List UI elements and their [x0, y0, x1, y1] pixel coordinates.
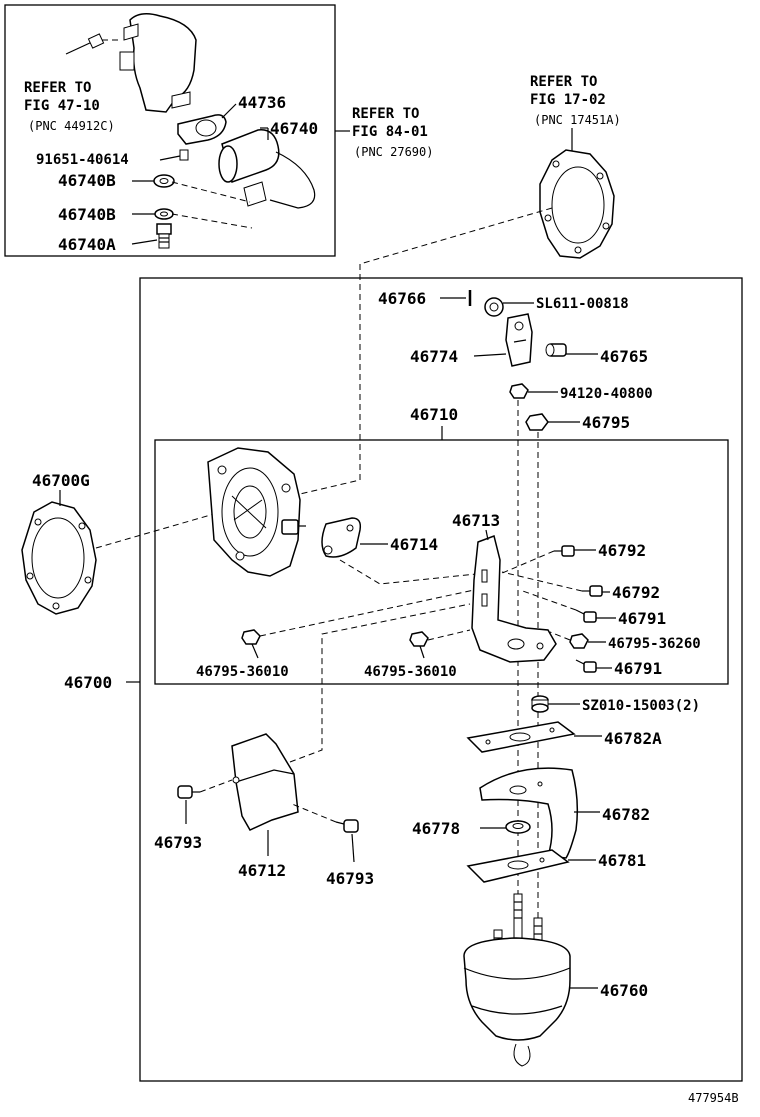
label-46795-36260: 46795-36260 — [608, 636, 701, 652]
label-46774: 46774 — [410, 347, 458, 366]
refer-a-line1: REFER TO — [24, 80, 91, 96]
nut-46795-36260 — [569, 633, 589, 649]
nut-46795-36010-right — [409, 631, 429, 647]
label-46795-36010-left: 46795-36010 — [196, 664, 289, 680]
refer-c-line2: FIG 17-02 — [530, 92, 606, 108]
label-46700g: 46700G — [32, 471, 90, 490]
lever-46714 — [321, 517, 362, 558]
plate-46782a — [466, 721, 576, 753]
label-46782a: 46782A — [604, 729, 662, 748]
bolt-46793-right — [335, 819, 359, 833]
actuator-46760 — [463, 893, 571, 1067]
bracket-46713 — [471, 535, 557, 663]
refer-a-pnc: (PNC 44912C) — [28, 119, 115, 133]
label-46700: 46700 — [64, 673, 112, 692]
inset-sensor-assembly — [65, 13, 197, 113]
label-46712: 46712 — [238, 861, 286, 880]
label-46710: 46710 — [410, 405, 458, 424]
label-46740: 46740 — [270, 119, 318, 138]
label-46766: 46766 — [378, 289, 426, 308]
refer-b-line1: REFER TO — [352, 106, 419, 122]
label-46781: 46781 — [598, 851, 646, 870]
label-sl611-00818: SL611-00818 — [536, 296, 629, 312]
label-46795: 46795 — [582, 413, 630, 432]
gasket-46700g — [21, 501, 97, 615]
label-46714: 46714 — [390, 535, 438, 554]
cover-46712 — [231, 733, 299, 831]
label-46791-upper: 46791 — [618, 609, 666, 628]
bolt-46791-lower — [575, 659, 597, 673]
label-44736: 44736 — [238, 93, 286, 112]
figure-id: 477954B — [688, 1091, 739, 1105]
label-46793-left: 46793 — [154, 833, 202, 852]
label-91651-40614: 91651-40614 — [36, 152, 129, 168]
label-46740b-top: 46740B — [58, 171, 116, 190]
refer-a-line2: FIG 47-10 — [24, 98, 100, 114]
label-46795-36010-right: 46795-36010 — [364, 664, 457, 680]
bolt-46793-left — [177, 785, 200, 799]
label-46792-lower: 46792 — [612, 583, 660, 602]
label-46713: 46713 — [452, 511, 500, 530]
refer-b-line2: FIG 84-01 — [352, 124, 428, 140]
refer-c-pnc: (PNC 17451A) — [534, 113, 621, 127]
bolt-46792-upper — [554, 545, 575, 557]
nut-46795 — [525, 413, 549, 431]
label-46765: 46765 — [600, 347, 648, 366]
label-46793-right: 46793 — [326, 869, 374, 888]
washer-46778 — [505, 820, 531, 834]
refer-b-pnc: (PNC 27690) — [354, 145, 433, 159]
clevis-46774 — [505, 313, 533, 367]
bolt-46791-upper — [575, 609, 597, 623]
label-46792-upper: 46792 — [598, 541, 646, 560]
refer-c-line1: REFER TO — [530, 74, 597, 90]
label-46760: 46760 — [600, 981, 648, 1000]
nut-46795-36010-left — [241, 629, 261, 645]
label-46791-lower: 46791 — [614, 659, 662, 678]
inset-clamp — [177, 103, 237, 145]
assembly-46700-frame — [139, 277, 743, 1082]
housing-46710 — [207, 447, 306, 577]
pin-46765 — [545, 343, 567, 357]
spacer-sz010 — [531, 695, 549, 713]
label-sz010-15003: SZ010-15003(2) — [582, 698, 700, 714]
nut-94120 — [509, 383, 529, 399]
inset-screw — [179, 149, 189, 161]
inset-solenoid — [218, 128, 316, 209]
label-46778: 46778 — [412, 819, 460, 838]
bolt-46740a — [156, 223, 172, 249]
label-46740b-bottom: 46740B — [58, 205, 116, 224]
label-94120-40800: 94120-40800 — [560, 386, 653, 402]
label-46782: 46782 — [602, 805, 650, 824]
heat-shield-46782 — [479, 767, 579, 859]
label-46740a: 46740A — [58, 235, 116, 254]
plate-46781 — [466, 849, 570, 883]
gasket-top-right — [539, 149, 615, 259]
bolt-46792-lower — [582, 585, 603, 597]
